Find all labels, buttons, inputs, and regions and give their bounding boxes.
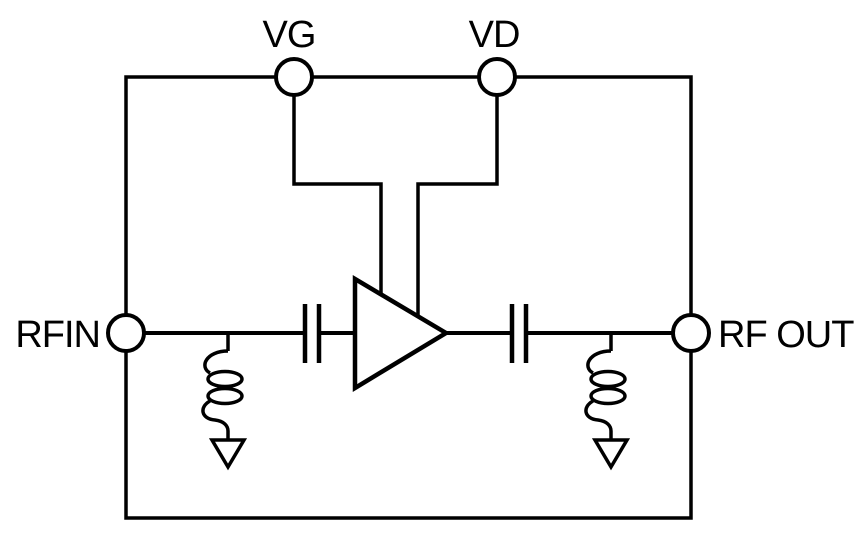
input-inductor-lead-out bbox=[201, 399, 230, 440]
input-inductor-icon bbox=[201, 333, 248, 471]
output-capacitor-icon bbox=[509, 304, 529, 363]
vd-pin bbox=[477, 57, 517, 97]
amplifier-block-outline bbox=[124, 75, 693, 520]
vg-bias-wire bbox=[292, 95, 383, 296]
output-inductor-lead-in bbox=[586, 349, 612, 375]
rfout-pin bbox=[671, 313, 711, 353]
output-inductor-loop-1 bbox=[589, 369, 627, 389]
input-ground-icon bbox=[208, 438, 248, 471]
vd-bias-wire bbox=[416, 95, 499, 318]
output-inductor-icon bbox=[584, 333, 631, 471]
amplifier-triangle-icon bbox=[352, 275, 451, 392]
output-ground-icon bbox=[591, 438, 631, 471]
output-inductor-lead-out bbox=[584, 399, 613, 440]
input-inductor-loop-1 bbox=[206, 369, 244, 389]
rfin-pin bbox=[106, 313, 146, 353]
input-inductor-loop-2 bbox=[206, 386, 244, 406]
rfin-pin-label: RFIN bbox=[15, 314, 100, 356]
output-inductor-loop-2 bbox=[589, 386, 627, 406]
input-capacitor-icon bbox=[302, 304, 322, 363]
rfout-pin-label: RF OUT bbox=[718, 314, 854, 356]
vg-pin-label: VG bbox=[263, 14, 316, 56]
input-inductor-lead-in bbox=[203, 349, 229, 375]
vg-pin bbox=[274, 57, 314, 97]
vd-pin-label: VD bbox=[469, 14, 520, 56]
